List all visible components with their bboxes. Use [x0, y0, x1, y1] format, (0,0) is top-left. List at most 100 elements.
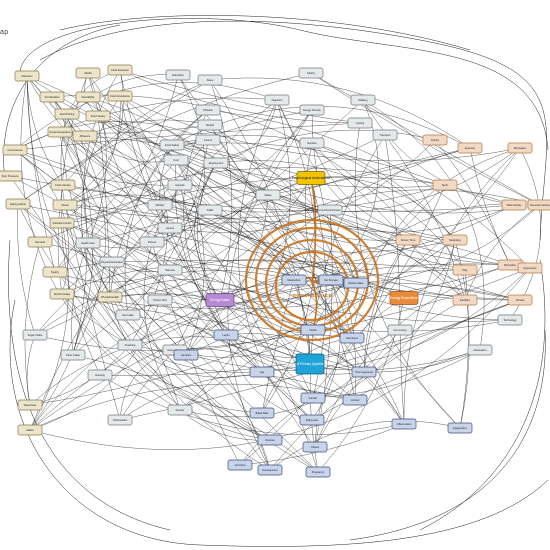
connection-line — [26, 75, 56, 273]
factor-node: Genetics — [173, 349, 199, 361]
factor-node-box — [295, 353, 325, 375]
connection-line — [14, 122, 361, 151]
factor-node-box — [17, 399, 43, 411]
factor-node: Fat Intake — [115, 309, 141, 321]
factor-node-label: Food Pricing — [60, 112, 75, 116]
factor-node-box — [157, 264, 183, 276]
factor-node-label: Mobility — [156, 203, 165, 207]
factor-node-box — [49, 288, 75, 300]
factor-node-box — [350, 94, 376, 106]
factor-node: Screen Time — [395, 234, 421, 246]
factor-node-box — [497, 314, 523, 326]
factor-node-label: Eating Habits — [10, 202, 26, 206]
factor-node-label: Stamina — [165, 268, 175, 272]
connection-line — [261, 337, 353, 414]
connection-line — [175, 147, 521, 213]
connection-line — [29, 383, 356, 431]
factor-node: Fat Storage — [318, 274, 344, 286]
factor-node-box — [389, 291, 419, 305]
factor-node-box — [165, 69, 191, 81]
connection-line — [207, 109, 531, 269]
factor-node-box — [342, 394, 368, 406]
factor-node-box — [339, 332, 365, 344]
factor-node-box — [87, 369, 113, 381]
factor-node-box — [257, 464, 283, 476]
factor-node-label: Development — [262, 468, 278, 472]
connection-line — [363, 239, 409, 373]
factor-node-box — [227, 459, 253, 471]
factor-node-box — [197, 204, 223, 216]
factor-node-box — [97, 291, 123, 303]
factor-node: Physical Health — [97, 291, 123, 303]
connection-line — [26, 75, 64, 186]
connection-line — [215, 162, 515, 233]
factor-node: Digestion — [264, 94, 290, 106]
connection-line — [269, 420, 461, 471]
factor-node: Food Literacy — [50, 179, 76, 191]
factor-node-label: Metabolism — [287, 278, 300, 282]
connection-line — [57, 184, 64, 295]
factor-node-label: Functional Fitness — [319, 208, 341, 212]
factor-node: Cycling — [347, 117, 373, 129]
factor-node-box — [300, 324, 326, 336]
factor-node-label: Opportunity — [523, 266, 537, 270]
factor-node: Leisure — [157, 222, 183, 234]
outer-connection-line — [349, 329, 546, 541]
factor-node-box — [257, 434, 283, 446]
factor-node: Functional Fitness — [317, 204, 343, 216]
connection-line — [39, 241, 353, 339]
factor-node-box — [501, 199, 527, 211]
factor-node: Climate — [507, 294, 533, 306]
factor-node: Mobility — [147, 199, 173, 211]
factor-node-label: Energy Density — [303, 108, 321, 112]
factor-node: Satiety — [298, 67, 324, 79]
factor-node: Pregnancy — [305, 466, 331, 478]
factor-node: Food Variety — [85, 110, 111, 122]
connection-line — [66, 113, 171, 229]
factor-node-label: Commuting — [393, 328, 407, 332]
factor-node-label: Acculturation — [45, 95, 61, 99]
factor-node-label: Hormones — [346, 336, 359, 340]
factor-node-label: Leptin — [222, 333, 230, 337]
connection-line — [64, 204, 271, 471]
factor-node: Exercise — [457, 142, 483, 154]
connection-line — [24, 241, 41, 406]
connection-line — [169, 74, 206, 271]
connection-line — [14, 82, 278, 151]
factor-node-label: Food Literacy — [55, 183, 71, 187]
connection-line — [464, 204, 541, 301]
connection-line — [185, 147, 471, 356]
factor-node-box — [255, 189, 281, 201]
factor-node-box — [299, 137, 325, 149]
factor-node: Commuting — [387, 324, 413, 336]
connection-line — [469, 147, 511, 266]
connection-line — [61, 266, 353, 339]
factor-node-label: Weight — [206, 123, 214, 127]
connection-line — [169, 259, 405, 299]
factor-node-label: Fat Intake — [122, 313, 134, 317]
factor-node: Insulin — [300, 324, 326, 336]
factor-node: Recreation — [507, 142, 533, 154]
factor-node: Physical Education — [99, 256, 125, 268]
connection-line — [227, 109, 313, 471]
connection-line — [61, 264, 511, 310]
factor-node-label: Motivation — [504, 263, 516, 267]
factor-node-box — [195, 104, 221, 116]
connection-line — [39, 176, 446, 243]
connection-line — [17, 203, 357, 303]
factor-node: Sugar Intake — [22, 329, 48, 341]
connection-line — [17, 203, 187, 356]
factor-node-box — [203, 157, 229, 169]
connection-line — [209, 124, 405, 425]
factor-node: Cost — [163, 154, 189, 166]
factor-node-box — [0, 170, 23, 182]
factor-node-label: Exercise — [465, 146, 476, 150]
factor-node-label: Domestic Activity — [530, 203, 550, 207]
factor-node-box — [395, 234, 421, 246]
factor-node: Demand — [27, 236, 53, 248]
connection-line — [509, 147, 541, 321]
factor-node-box — [447, 422, 473, 434]
connection-line — [276, 99, 521, 301]
connection-line — [14, 149, 314, 399]
